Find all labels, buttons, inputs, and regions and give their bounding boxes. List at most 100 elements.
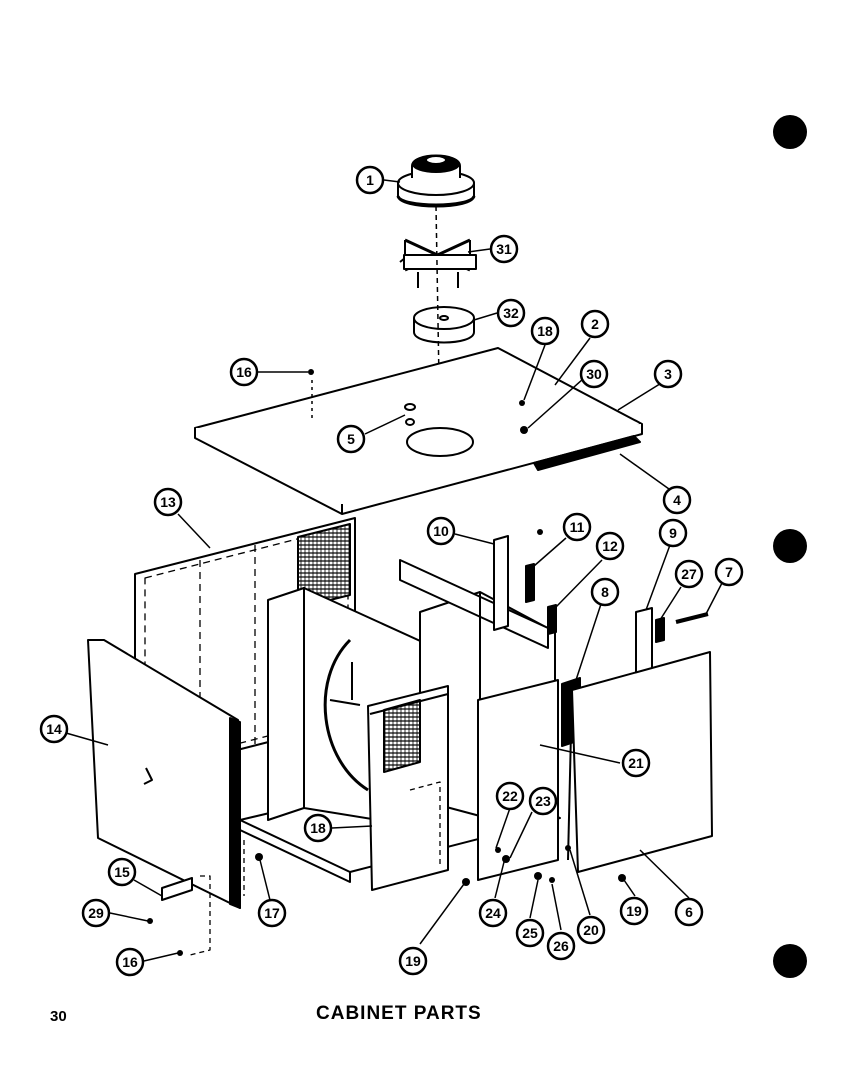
callout-label: 11: [570, 519, 585, 535]
callout-c1: 1: [355, 165, 385, 195]
callout-group: 1 31 32 16 18 2 30 3 5 4 13 10 11 12 9 27 7 8 14 21 22 23 18 15…: [39, 165, 744, 977]
callout-circle: [489, 234, 519, 264]
part-31-bracket: [399, 238, 477, 288]
callout-circle: [107, 857, 137, 887]
callout-circle: [153, 487, 183, 517]
callout-circle: [426, 516, 456, 546]
callout-circle: [336, 424, 366, 454]
callout-label: 18: [537, 323, 553, 339]
callout-c5: 5: [336, 424, 366, 454]
part-14-side-panel: [87, 639, 241, 909]
callout-c23: 23: [528, 786, 558, 816]
callout-label: 6: [685, 904, 693, 920]
binder-hole-icon: [773, 944, 807, 978]
callout-circle: [714, 557, 744, 587]
callout-label: 24: [485, 905, 501, 921]
callout-label: 32: [503, 305, 519, 321]
part-32-disc: [413, 306, 475, 344]
part-18-grille-panel: [367, 685, 449, 891]
binder-hole-icon: [773, 529, 807, 563]
callout-circle: [595, 531, 625, 561]
callout-c32: 32: [496, 298, 526, 328]
callout-c6: 6: [674, 897, 704, 927]
callout-label: 30: [586, 366, 602, 382]
page-number: 30: [50, 1008, 67, 1025]
part-7-spring: [675, 612, 709, 624]
callout-label: 26: [553, 938, 569, 954]
callout-label: 4: [673, 492, 681, 508]
callout-c19a: 19: [619, 896, 649, 926]
callout-c31: 31: [489, 234, 519, 264]
callout-circle: [398, 946, 428, 976]
callout-circle: [39, 714, 69, 744]
callout-c18a: 18: [530, 316, 560, 346]
callout-circle: [478, 898, 508, 928]
callout-label: 21: [628, 755, 644, 771]
callout-c4: 4: [662, 485, 692, 515]
callout-circle: [658, 518, 688, 548]
callout-c9: 9: [658, 518, 688, 548]
callout-label: 18: [310, 820, 326, 836]
callout-circle: [530, 316, 560, 346]
callout-circle: [653, 359, 683, 389]
part-1-collar: [396, 154, 476, 208]
callout-circle: [229, 357, 259, 387]
part-2-top-panel: [194, 347, 643, 515]
callout-circle: [81, 898, 111, 928]
callout-circle: [303, 813, 333, 843]
callout-label: 25: [522, 925, 538, 941]
callout-c27: 27: [674, 559, 704, 589]
callout-c30: 30: [579, 359, 609, 389]
callout-label: 13: [160, 494, 176, 510]
callout-label: 3: [664, 366, 672, 382]
callout-label: 7: [725, 564, 733, 580]
callout-circle: [576, 915, 606, 945]
callout-label: 19: [405, 953, 421, 969]
callout-label: 5: [347, 431, 355, 447]
callout-c14: 14: [39, 714, 69, 744]
callout-label: 31: [496, 241, 512, 257]
callout-c19b: 19: [398, 946, 428, 976]
callout-circle: [619, 896, 649, 926]
callout-label: 19: [626, 903, 642, 919]
callout-c17: 17: [257, 898, 287, 928]
callout-label: 20: [583, 922, 599, 938]
part-21-panel: [477, 679, 559, 881]
callout-circle: [579, 359, 609, 389]
callout-circle: [495, 781, 525, 811]
callout-circle: [662, 485, 692, 515]
callout-circle: [528, 786, 558, 816]
callout-label: 15: [114, 864, 130, 880]
part-10-strip: [493, 535, 509, 631]
callout-c20: 20: [576, 915, 606, 945]
callout-circle: [355, 165, 385, 195]
callout-label: 29: [88, 905, 104, 921]
callout-label: 14: [46, 721, 62, 737]
callout-label: 8: [601, 584, 609, 600]
callout-label: 22: [502, 788, 518, 804]
callout-c16a: 16: [229, 357, 259, 387]
callout-circle: [590, 577, 620, 607]
callout-c11: 11: [562, 512, 592, 542]
callout-c2: 2: [580, 309, 610, 339]
callout-label: 17: [264, 905, 280, 921]
diagram-caption: CABINET PARTS: [316, 1003, 482, 1024]
callout-c3: 3: [653, 359, 683, 389]
callout-c12: 12: [595, 531, 625, 561]
callout-c21: 21: [621, 748, 651, 778]
callout-circle: [546, 931, 576, 961]
callout-circle: [621, 748, 651, 778]
callout-label: 23: [535, 793, 551, 809]
callout-circle: [257, 898, 287, 928]
callout-c18b: 18: [303, 813, 333, 843]
callout-circle: [515, 918, 545, 948]
callout-label: 16: [122, 954, 138, 970]
callout-label: 10: [433, 523, 449, 539]
callout-c13: 13: [153, 487, 183, 517]
callout-c16b: 16: [115, 947, 145, 977]
callout-circle: [562, 512, 592, 542]
callout-circle: [674, 559, 704, 589]
screw-dots: [147, 369, 626, 956]
